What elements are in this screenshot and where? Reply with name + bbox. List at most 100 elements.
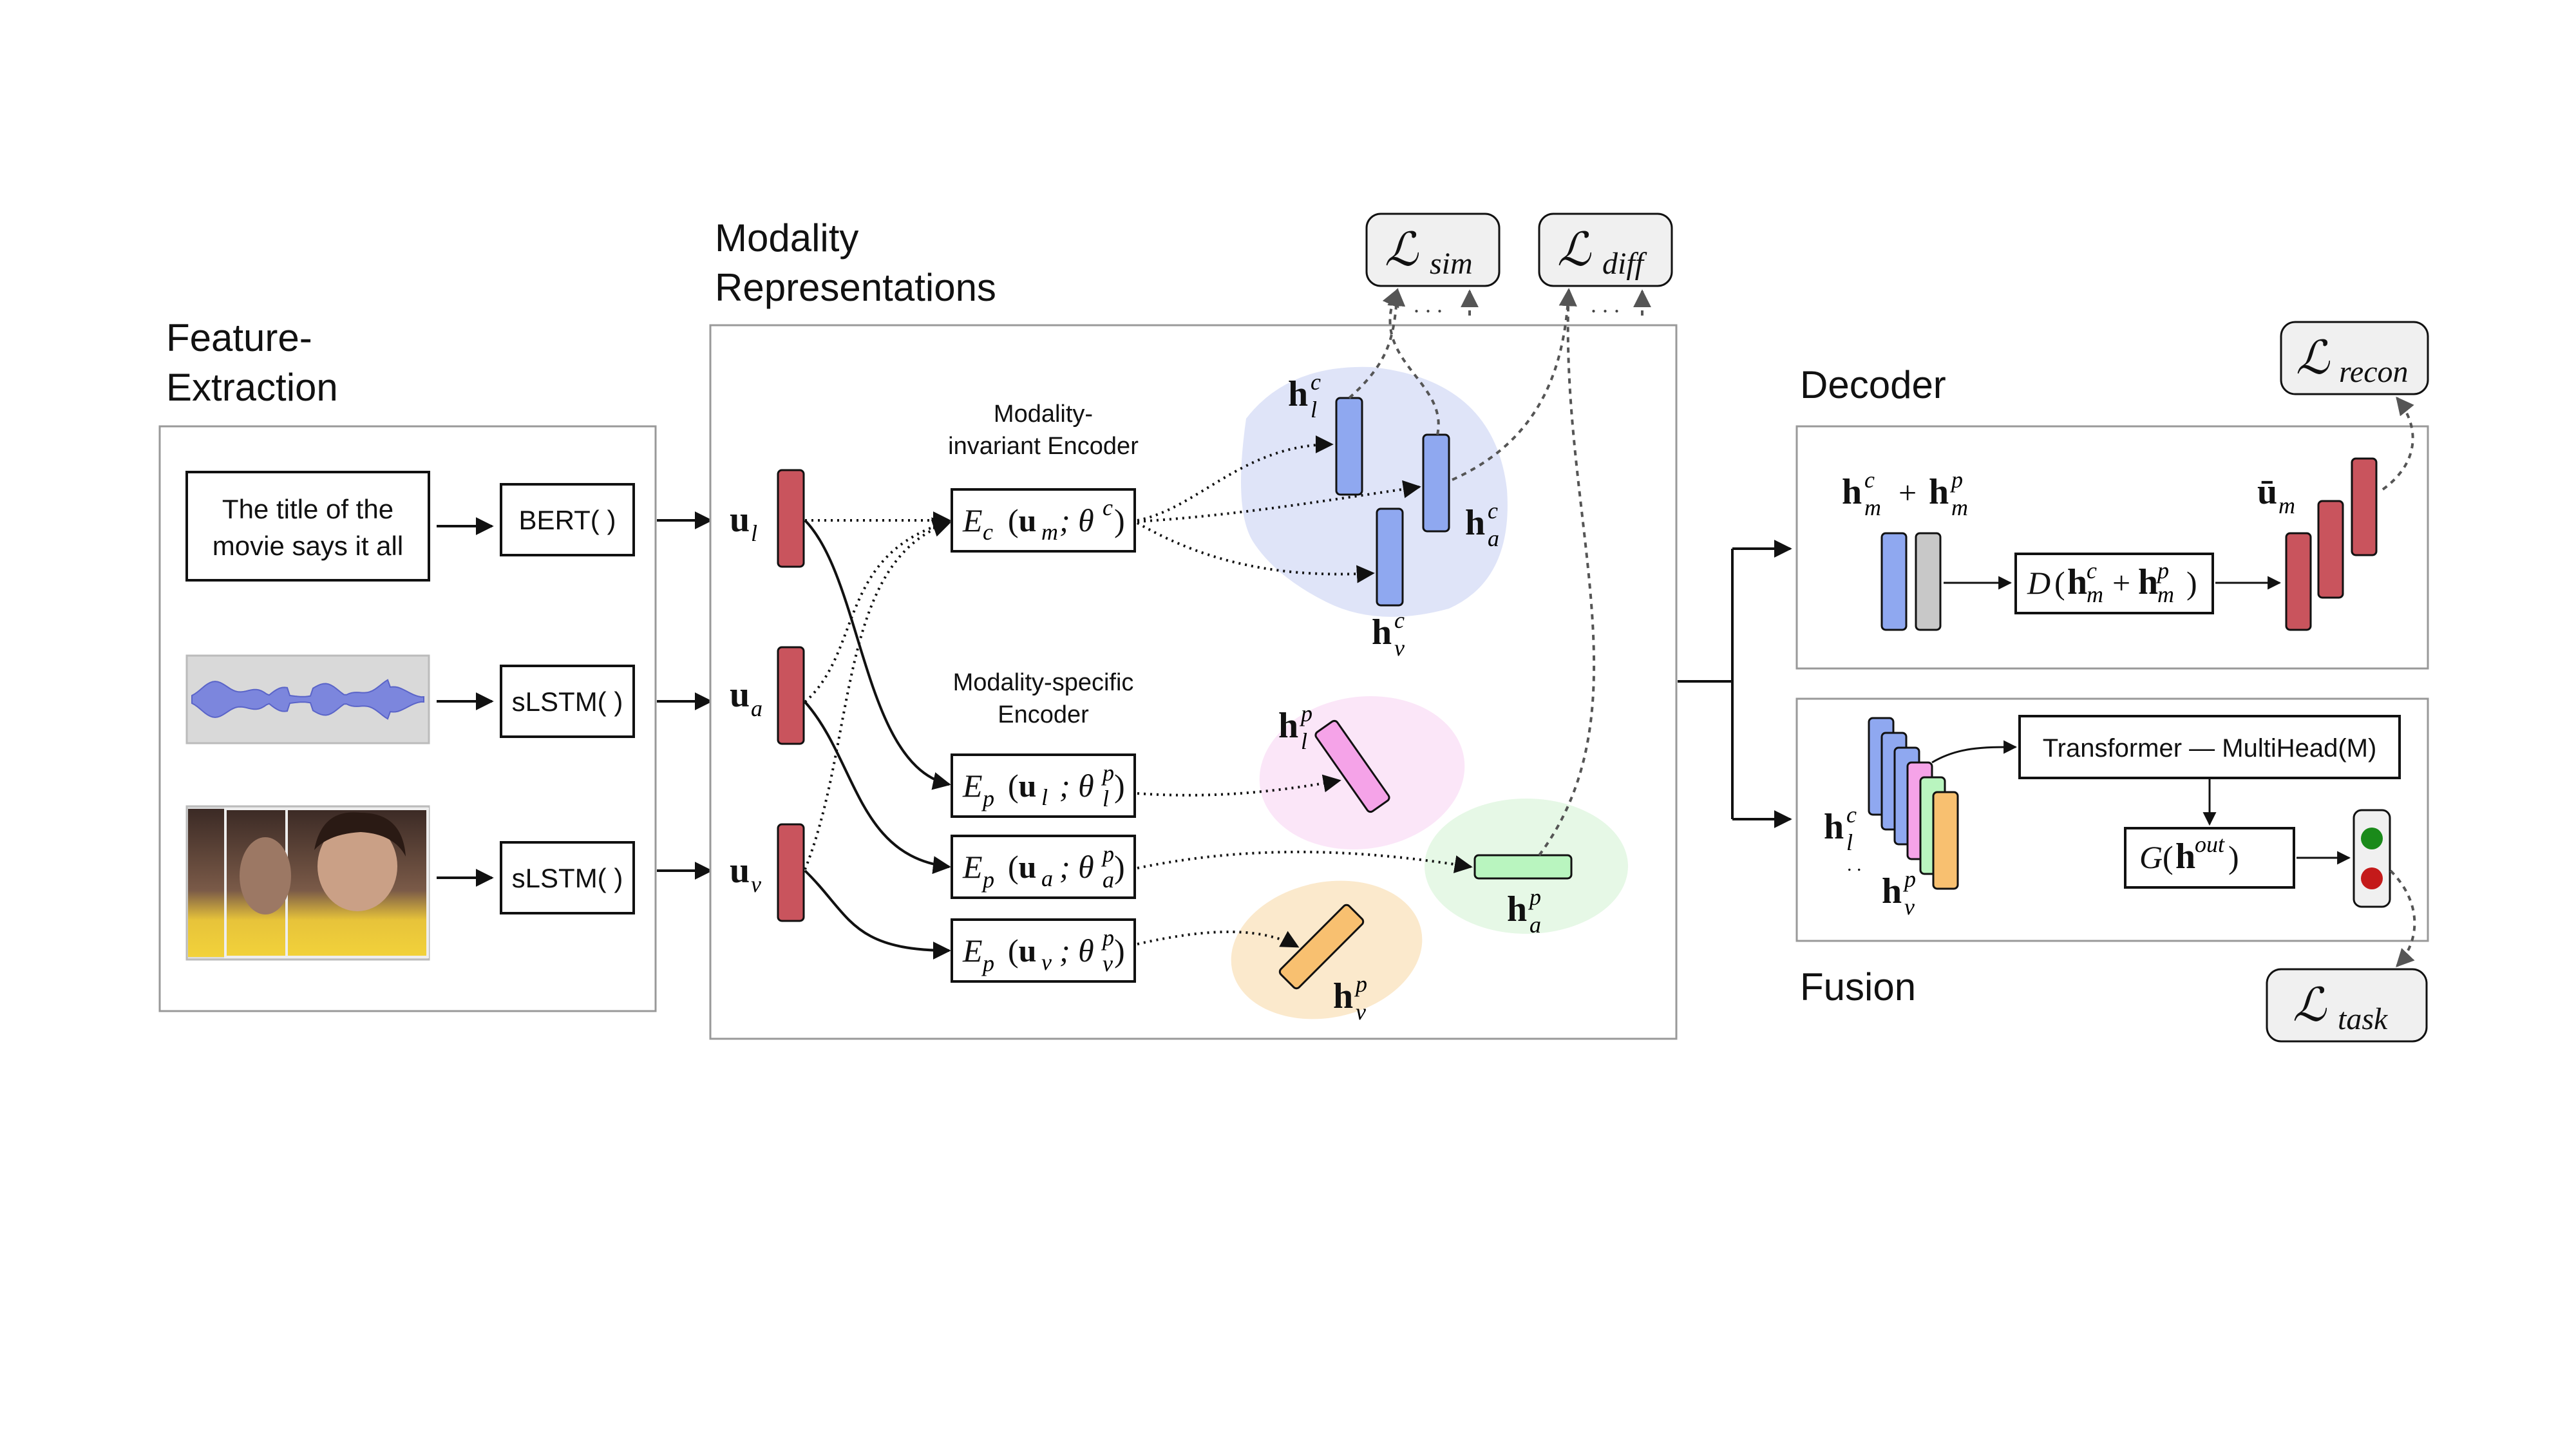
svg-text:p: p (981, 867, 994, 893)
svg-text:h: h (1824, 807, 1844, 847)
svg-text:task: task (2338, 1002, 2389, 1036)
hc-a-label: h c a (1465, 498, 1499, 551)
svg-text:): ) (2228, 839, 2239, 875)
svg-text:h: h (1507, 889, 1527, 929)
arrow-to-transformer (1931, 740, 2018, 764)
svg-text:c: c (983, 519, 993, 545)
slstm-video-label: sLSTM( ) (512, 863, 623, 893)
svg-text:m: m (1864, 495, 1881, 520)
svg-text:v: v (751, 871, 761, 897)
svg-text:): ) (2186, 565, 2197, 601)
specific-encoder-audio-formula: E p (u a ; θ p a ) (962, 841, 1125, 893)
specific-encoder-video-formula: E p (u v ; θ p v ) (962, 925, 1125, 976)
svg-text:p: p (1101, 841, 1114, 867)
invariant-encoder-box (951, 488, 1136, 553)
loss-diff-box (1538, 213, 1673, 287)
svg-text:p: p (1101, 925, 1114, 951)
decoder-input-label: h c m + h p m (1842, 467, 1968, 520)
svg-text:l: l (751, 520, 757, 546)
svg-text:E: E (962, 502, 983, 538)
hc-l-label: h c l (1288, 369, 1321, 422)
loss-diff-label: ℒ diff (1557, 224, 1647, 281)
svg-text:u: u (730, 500, 750, 540)
svg-text:m: m (1041, 519, 1058, 545)
svg-text:E: E (962, 768, 983, 804)
svg-text:m: m (2157, 582, 2174, 607)
svg-text:h: h (2067, 562, 2087, 602)
svg-text:h: h (1333, 976, 1353, 1016)
ul-label: u l (730, 500, 757, 546)
fusion-stack (1868, 717, 1959, 890)
svg-text:l: l (1846, 829, 1853, 855)
specific-encoder-title: Modality-specific Encoder (953, 669, 1134, 728)
svg-text:; θ: ; θ (1059, 933, 1094, 969)
svg-text:p: p (1528, 884, 1541, 910)
svg-text:u: u (730, 851, 750, 891)
u-to-invariant-encoder-arrows (804, 511, 951, 870)
svg-text:(: ( (2054, 565, 2065, 601)
bert-box (500, 483, 635, 556)
decoder-hp-vector (1915, 532, 1942, 631)
modality-line1: Modality (715, 216, 858, 260)
svg-text:m: m (2087, 582, 2103, 607)
hc-l-vector (1335, 397, 1363, 496)
hc-v-vector (1376, 507, 1404, 607)
svg-text:. .: . . (1847, 854, 1862, 875)
representations-to-outputs (1678, 540, 1792, 828)
arrow-to-recon-loss (2382, 396, 2414, 491)
traffic-light-icon (2353, 809, 2391, 908)
svg-text:a: a (1103, 867, 1114, 893)
svg-text:recon: recon (2339, 355, 2409, 389)
text-sample-line2: movie says it all (213, 531, 403, 561)
svg-text:a: a (1530, 912, 1541, 938)
section-title-modality-representations: Modality Representations (715, 216, 996, 309)
svg-text:p: p (981, 951, 994, 976)
text-sample-line1: The title of the (222, 494, 393, 524)
svg-text:h: h (2138, 562, 2158, 602)
svg-text:p: p (2155, 558, 2169, 583)
specific-encoder-text-formula: E p (u l ; θ p l ) (962, 760, 1125, 811)
svg-text:h: h (1278, 706, 1298, 746)
svg-text:(u: (u (1008, 849, 1036, 885)
decoder-fn-formula: D ( h c m + h p m ) (2027, 558, 2197, 607)
svg-text:ℒ: ℒ (2293, 980, 2327, 1031)
reconstruction-label: ū m (2257, 472, 2295, 518)
video-frames-icon (185, 805, 430, 961)
ul-vector (777, 469, 805, 568)
svg-text:u: u (730, 675, 750, 715)
recon-vector-3 (2351, 457, 2378, 556)
svg-text:c: c (1864, 467, 1875, 493)
svg-text:diff: diff (1602, 247, 1647, 281)
svg-text:(: ( (2163, 839, 2174, 875)
loss-sim-label: ℒ sim (1385, 224, 1473, 281)
uv-vector (777, 823, 805, 922)
svg-text:): ) (1114, 768, 1125, 804)
svg-text:E: E (962, 933, 983, 969)
svg-text:h: h (1465, 503, 1485, 543)
fusion-stack-labels: h c l . . h p v (1824, 802, 1916, 920)
svg-text:c: c (1103, 495, 1113, 520)
loss-recon-box (2280, 321, 2429, 395)
ua-label: u a (730, 675, 762, 721)
slstm-audio-label: sLSTM( ) (512, 687, 623, 717)
specific-encoder-audio-box (951, 835, 1136, 899)
svg-text:invariant Encoder: invariant Encoder (948, 433, 1139, 460)
svg-text:v: v (1041, 949, 1052, 975)
decoder-title: Decoder (1800, 363, 1946, 406)
svg-text:(u: (u (1008, 933, 1036, 969)
svg-text:D: D (2027, 565, 2050, 601)
svg-text:a: a (751, 696, 762, 721)
g-fn-formula: G ( h out ) (2139, 831, 2239, 876)
g-fn-box (2124, 827, 2295, 889)
svg-text:p: p (1101, 760, 1114, 786)
uv-label: u v (730, 851, 761, 897)
invariant-encoder-formula: E c (u m ; θ c ) (962, 495, 1125, 545)
svg-text:Modality-: Modality- (994, 401, 1093, 428)
svg-text:sim: sim (1430, 247, 1473, 281)
loss-arrows (1348, 288, 1651, 857)
svg-text:+: + (2112, 565, 2130, 601)
svg-text:p: p (1354, 971, 1367, 997)
svg-text:c: c (1394, 607, 1405, 633)
hp-v-vector (1278, 904, 1365, 990)
svg-text:c: c (1846, 802, 1857, 828)
